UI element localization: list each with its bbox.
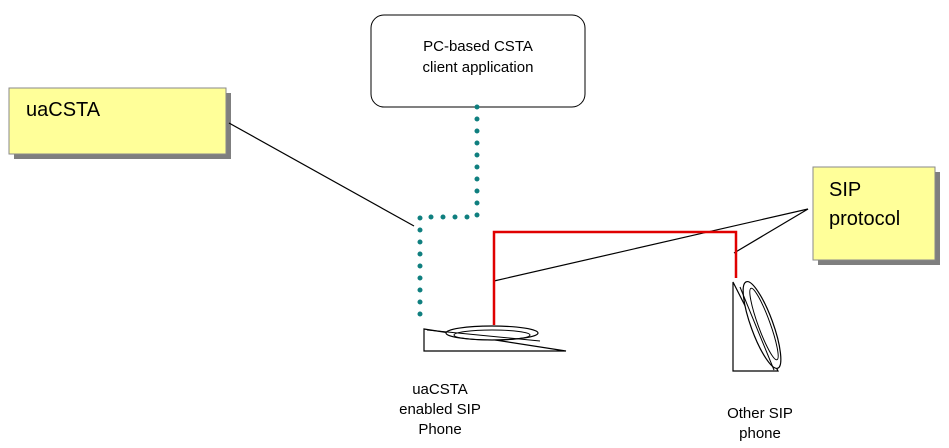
sip-callout-line-1: [493, 208, 809, 282]
uacsta-note: [8, 87, 227, 155]
sip-link: [492, 230, 738, 325]
other-phone-icon: [732, 281, 782, 372]
other-phone-caption: Other SIP phone: [700, 404, 820, 444]
other-phone-caption-line1: Other SIP: [727, 405, 793, 422]
other-phone-caption-line2: phone: [739, 425, 781, 442]
csta-link: [417, 104, 480, 323]
uacsta-phone-caption: uaCSTA enabled SIP Phone: [380, 380, 500, 440]
uacsta-phone-caption-line3: Phone: [418, 421, 462, 438]
client-app-label-line2: client application: [422, 59, 534, 76]
sip-note: [812, 166, 936, 261]
uacsta-phone-icon: [423, 325, 567, 352]
sip-note-label-line2: protocol: [829, 208, 901, 230]
client-app-label: PC-based CSTA client application: [371, 36, 585, 78]
sip-callout-line-2: [733, 208, 809, 254]
client-app-label-line1: PC-based CSTA: [423, 38, 533, 55]
uacsta-phone-caption-line1: uaCSTA: [412, 381, 468, 398]
uacsta-phone-caption-line2: enabled SIP: [399, 401, 481, 418]
sip-note-label: SIP protocol: [829, 176, 900, 234]
uacsta-note-label: uaCSTA: [26, 99, 101, 121]
uacsta-callout-line: [228, 122, 415, 227]
sip-note-label-line1: SIP: [829, 179, 862, 201]
